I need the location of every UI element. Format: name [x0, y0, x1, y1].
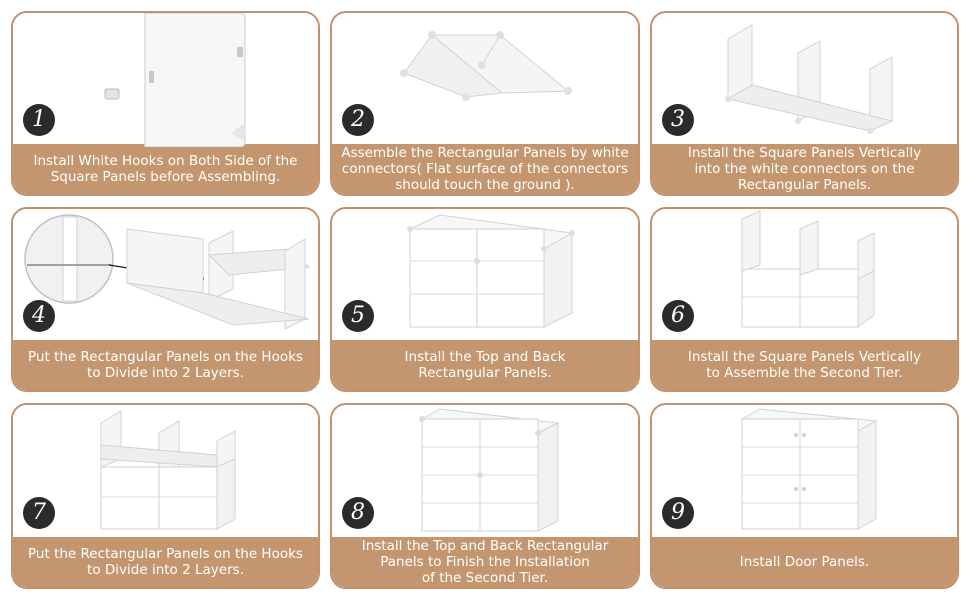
step-caption: Install the Top and Back Rectangular Pan…	[332, 537, 638, 587]
step-number-badge: 7	[23, 497, 55, 529]
step-number-badge: 8	[342, 497, 374, 529]
step-caption: Install the Square Panels Vertically int…	[652, 144, 957, 194]
step-caption: Put the Rectangular Panels on the Hooks …	[13, 537, 318, 587]
step-card-9: 9 Install Door Panels.	[650, 403, 959, 589]
step-2-illustration: 2	[332, 13, 638, 144]
step-3-illustration: 3	[652, 13, 957, 144]
step-card-6: 6 Install the Square Panels Vertically t…	[650, 207, 959, 392]
step-card-7: 7 Put the Rectangular Panels on the Hook…	[11, 403, 320, 589]
step-number-badge: 4	[23, 300, 55, 332]
step-caption: Install the Top and Back Rectangular Pan…	[332, 340, 638, 390]
step-9-illustration: 9	[652, 405, 957, 537]
step-card-4: 4 Put the Rectangular Panels on the Hook…	[11, 207, 320, 392]
step-number-badge: 9	[662, 497, 694, 529]
step-5-illustration: 5	[332, 209, 638, 340]
step-caption: Install the Square Panels Vertically to …	[652, 340, 957, 390]
step-caption: Install Door Panels.	[652, 537, 957, 587]
step-card-8: 8 Install the Top and Back Rectangular P…	[330, 403, 640, 589]
step-caption: Assemble the Rectangular Panels by white…	[332, 144, 638, 194]
step-caption: Put the Rectangular Panels on the Hooks …	[13, 340, 318, 390]
step-number-badge: 2	[342, 104, 374, 136]
step-4-illustration: 4	[13, 209, 318, 340]
step-card-2: 2 Assemble the Rectangular Panels by whi…	[330, 11, 640, 196]
step-number-badge: 5	[342, 300, 374, 332]
step-number-badge: 1	[23, 104, 55, 136]
step-number-badge: 6	[662, 300, 694, 332]
step-7-illustration: 7	[13, 405, 318, 537]
step-card-5: 5 Install the Top and Back Rectangular P…	[330, 207, 640, 392]
step-card-3: 3 Install the Square Panels Vertically i…	[650, 11, 959, 196]
step-6-illustration: 6	[652, 209, 957, 340]
step-1-illustration: 1	[13, 13, 318, 147]
step-card-1: 1 Install White Hooks on Both Side of th…	[11, 11, 320, 196]
step-number-badge: 3	[662, 104, 694, 136]
step-8-illustration: 8	[332, 405, 638, 537]
step-caption: Install White Hooks on Both Side of the …	[13, 144, 318, 194]
